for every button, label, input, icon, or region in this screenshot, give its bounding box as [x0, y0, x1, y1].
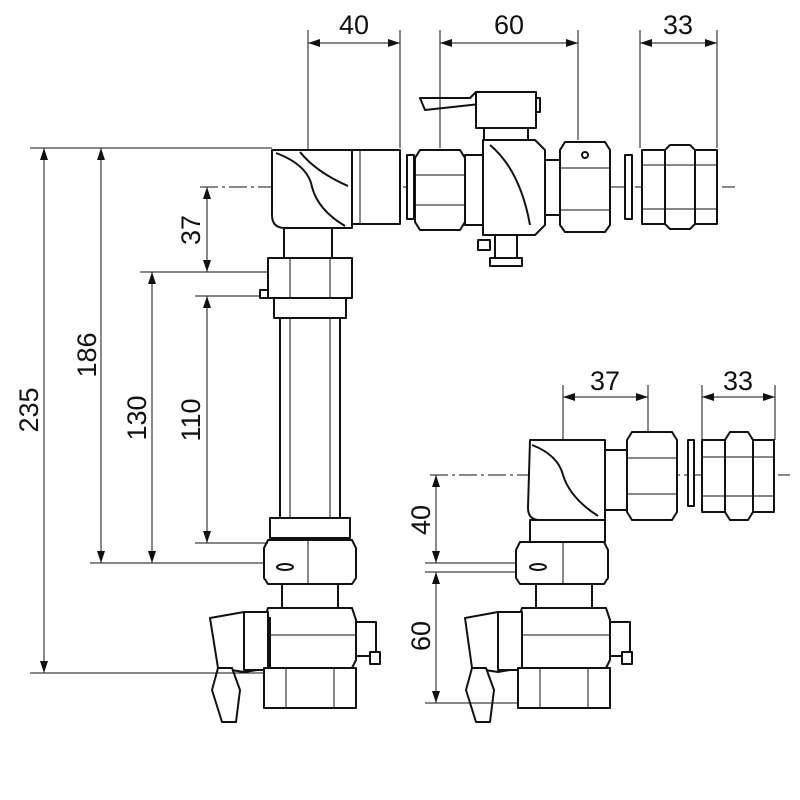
dim-label-60-lower: 60	[406, 621, 436, 651]
ball-valve-small	[464, 583, 633, 723]
dim-label-130: 130	[122, 395, 152, 440]
dim-label-60-top: 60	[494, 10, 524, 40]
dim-label-33-lower: 33	[723, 366, 753, 396]
dimension-lines	[30, 30, 776, 704]
secondary-assembly	[430, 430, 790, 723]
gasket-top	[406, 154, 415, 220]
angle-elbow-small	[527, 431, 678, 543]
dim-label-37-lower: 37	[590, 366, 620, 396]
gasket-top-right	[624, 154, 633, 220]
vertical-pipe	[279, 317, 341, 519]
dim-label-186: 186	[72, 332, 102, 377]
dim-label-33-top: 33	[663, 10, 693, 40]
dim-label-40-top: 40	[339, 10, 369, 40]
dim-label-235: 235	[14, 387, 44, 432]
nipple-nut-top	[641, 144, 718, 230]
upper-union-nut	[259, 257, 353, 319]
dim-label-110: 110	[176, 398, 206, 441]
ball-valve-bottom	[209, 583, 381, 723]
dimension-labels: 40 60 33 235 186 130 110 37 37 33 40 60	[14, 10, 753, 651]
union-nut-small	[515, 541, 609, 585]
lower-union-nut	[263, 517, 357, 585]
main-assembly	[200, 91, 735, 723]
ball-valve-top	[414, 91, 611, 267]
gasket-small	[687, 439, 695, 507]
dim-label-40-lower: 40	[406, 505, 436, 535]
angle-elbow	[271, 149, 401, 259]
dim-label-37-upper: 37	[176, 215, 206, 245]
nipple-nut-small	[701, 431, 775, 521]
